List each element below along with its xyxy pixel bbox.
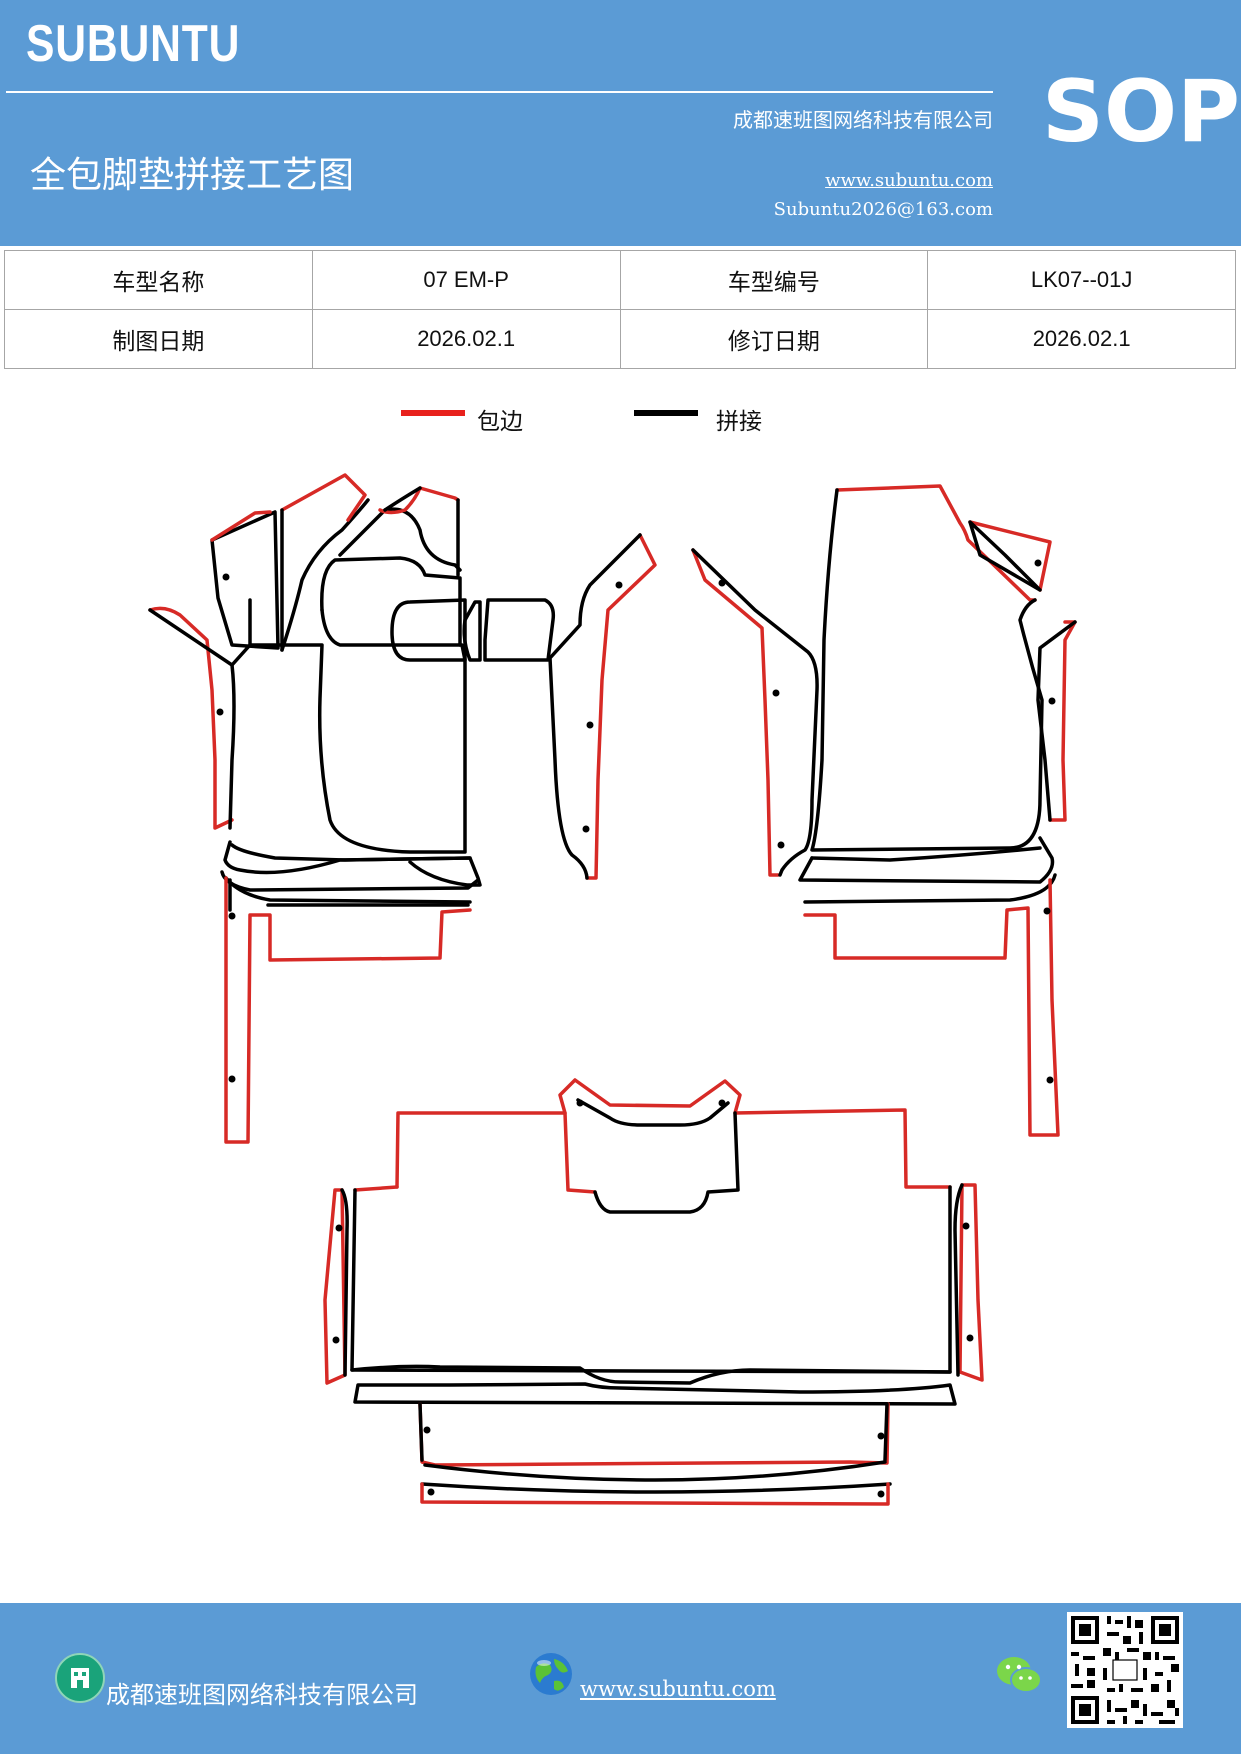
header-band: SUBUNTU 成都速班图网络科技有限公司 全包脚垫拼接工艺图 www.subu… (0, 0, 1241, 246)
document-title: 全包脚垫拼接工艺图 (30, 155, 355, 196)
info-table: 车型名称 07 EM-P 车型编号 LK07--01J 制图日期 2026.02… (4, 250, 1236, 369)
globe-icon (530, 1653, 572, 1695)
value-draw-date: 2026.02.1 (311, 309, 621, 369)
value-model-code: LK07--01J (927, 250, 1236, 310)
legend-edge-label: 包边 (477, 409, 523, 435)
rear-panel-group (323, 1078, 984, 1385)
legend-seam-label: 拼接 (716, 409, 762, 435)
value-model-name: 07 EM-P (311, 250, 621, 310)
passenger-panel-group (810, 484, 1077, 852)
qr-code (1067, 1612, 1183, 1728)
driver-panel-group (148, 473, 556, 854)
table-row: 制图日期 2026.02.1 修订日期 2026.02.1 (4, 309, 1236, 369)
brand-logo: SUBUNTU (26, 15, 241, 73)
passenger-pillar-group (691, 548, 819, 877)
wechat-icon[interactable] (996, 1655, 1042, 1695)
legend-seam-swatch (634, 410, 698, 416)
value-revision-date: 2026.02.1 (927, 309, 1236, 369)
table-row: 车型名称 07 EM-P 车型编号 LK07--01J (4, 250, 1236, 310)
sop-label: SOP (1042, 62, 1241, 162)
passenger-lower-group (798, 836, 1060, 1137)
footer-company-name: 成都速班图网络科技有限公司 (106, 1681, 418, 1709)
label-model-name: 车型名称 (4, 250, 313, 310)
website-link[interactable]: www.subuntu.com (825, 170, 993, 191)
building-icon (55, 1653, 105, 1703)
mat-pattern-diagram (148, 473, 1077, 1506)
company-name: 成都速班图网络科技有限公司 (733, 108, 993, 132)
label-revision-date: 修订日期 (619, 309, 929, 369)
legend-edge-swatch (401, 410, 465, 416)
label-draw-date: 制图日期 (4, 309, 313, 369)
driver-lower-group (220, 840, 482, 1144)
rear-lower-group (353, 1382, 957, 1506)
footer-band: 成都速班图网络科技有限公司 www.subuntu.com (0, 1603, 1241, 1754)
footer-website-link[interactable]: www.subuntu.com (580, 1677, 776, 1701)
header-divider (6, 91, 993, 93)
email-address: Subuntu2026@163.com (773, 199, 993, 220)
label-model-code: 车型编号 (619, 250, 929, 310)
driver-pillar-group (548, 533, 657, 880)
